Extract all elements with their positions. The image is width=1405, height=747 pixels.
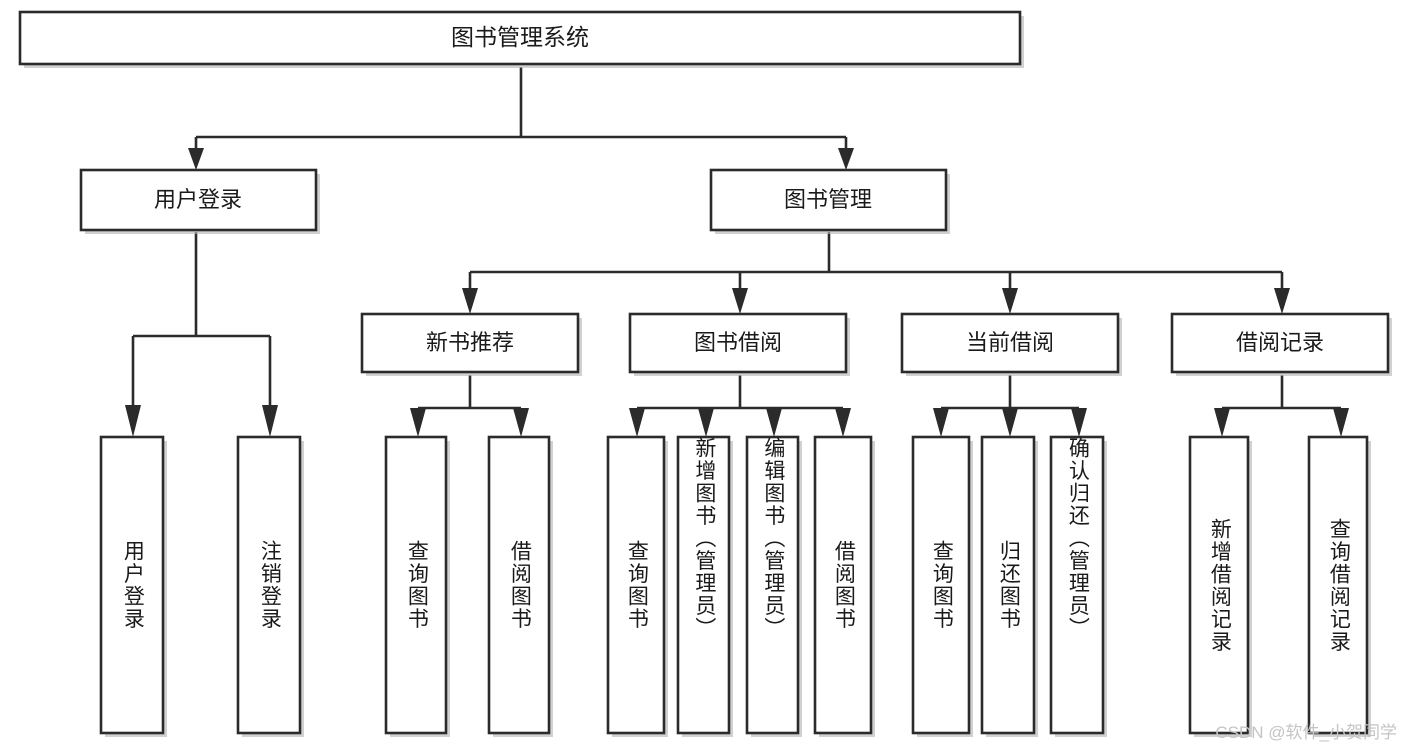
- node-root[interactable]: [18, 10, 1022, 66]
- node-leaf-borrow-book-1[interactable]: [487, 435, 551, 735]
- node-current-borrow[interactable]: [900, 312, 1120, 374]
- connector-layer: [125, 67, 1349, 437]
- node-current-borrow-label: 当前借阅: [966, 330, 1054, 355]
- arrow-to-current-borrow: [1002, 288, 1018, 314]
- node-user-login[interactable]: [79, 168, 318, 232]
- arrow-to-book-borrow: [732, 288, 748, 314]
- arrow-leaf-user-login: [125, 405, 141, 437]
- node-leaf-add-record[interactable]: [1188, 435, 1250, 735]
- arrow-leaf-confirm-return: [1071, 408, 1087, 437]
- arrow-to-user-login: [188, 148, 204, 170]
- node-new-book-recommend-label: 新书推荐: [426, 330, 514, 355]
- arrow-leaf-query-record: [1333, 408, 1349, 437]
- arrow-to-new-book-recommend: [462, 288, 478, 314]
- node-leaf-query-record[interactable]: [1307, 435, 1369, 735]
- node-leaf-confirm-return[interactable]: [1049, 435, 1105, 735]
- node-book-management-label: 图书管理: [784, 187, 872, 212]
- arrow-leaf-query-book-2: [629, 408, 645, 437]
- node-leaf-query-book-3[interactable]: [911, 435, 971, 735]
- node-leaf-query-book-2[interactable]: [606, 435, 666, 735]
- arrow-leaf-add-book: [698, 408, 714, 437]
- arrow-leaf-borrow-book-2: [835, 408, 851, 437]
- csdn-watermark: CSDN @软件_小贺同学: [1215, 723, 1397, 742]
- arrow-leaf-query-book-3: [933, 408, 949, 437]
- node-layer: 图书管理系统 用户登录 图书管理 新书推荐 图书借阅 当前借阅 借阅记录: [18, 10, 1392, 737]
- arrow-to-borrow-record: [1274, 288, 1290, 314]
- node-leaf-add-book[interactable]: [676, 435, 731, 735]
- node-user-login-label: 用户登录: [154, 187, 242, 212]
- node-leaf-borrow-book-2[interactable]: [813, 435, 873, 735]
- node-book-management[interactable]: [709, 168, 948, 232]
- node-book-borrow[interactable]: [628, 312, 848, 374]
- arrow-leaf-borrow-book-1: [513, 408, 529, 437]
- node-leaf-edit-book[interactable]: [745, 435, 800, 735]
- node-borrow-record[interactable]: [1170, 312, 1390, 374]
- arrow-leaf-edit-book: [766, 408, 782, 437]
- node-book-borrow-label: 图书借阅: [694, 330, 782, 355]
- arrow-leaf-return-book: [1002, 408, 1018, 437]
- node-new-book-recommend[interactable]: [360, 312, 580, 374]
- node-root-label: 图书管理系统: [451, 24, 589, 50]
- arrow-leaf-logout-login: [262, 405, 278, 437]
- node-leaf-logout-login[interactable]: [236, 435, 302, 735]
- node-leaf-return-book[interactable]: [980, 435, 1036, 735]
- node-borrow-record-label: 借阅记录: [1236, 330, 1324, 355]
- node-leaf-query-book-1[interactable]: [384, 435, 448, 735]
- arrow-leaf-add-record: [1214, 408, 1230, 437]
- arrow-to-book-management: [838, 148, 854, 170]
- arrow-leaf-query-book-1: [410, 408, 426, 437]
- node-leaf-user-login[interactable]: [99, 435, 165, 735]
